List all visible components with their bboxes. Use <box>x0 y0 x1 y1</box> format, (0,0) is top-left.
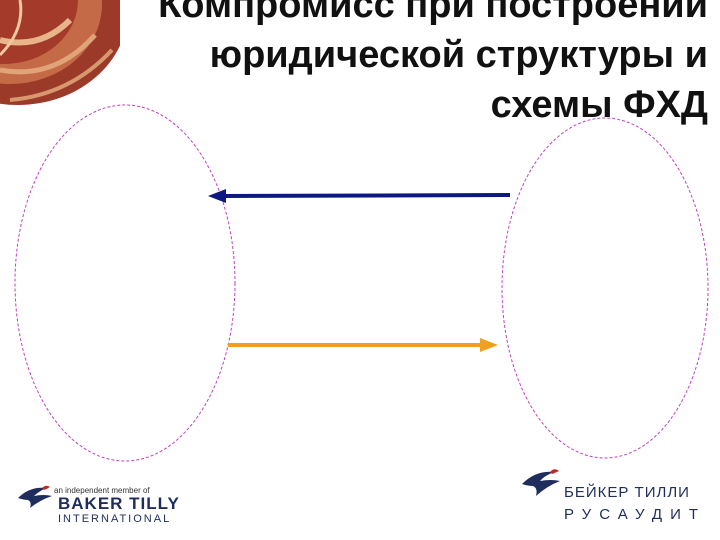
right-ellipse <box>501 117 709 459</box>
logo-tagline: an independent member of <box>54 486 150 495</box>
baker-tilly-international-logo: an independent member of BAKER TILLY INT… <box>16 478 186 528</box>
bird-icon <box>522 469 560 496</box>
logo-name: BAKER TILLY <box>58 494 180 513</box>
logo-subtitle: РУСАУДИТ <box>564 506 707 523</box>
logo-name: БЕЙКЕР ТИЛЛИ <box>564 484 690 501</box>
arrow-left <box>208 189 511 203</box>
title-line-2: юридической структуры и <box>209 34 708 76</box>
bird-icon <box>18 485 52 508</box>
baker-tilly-rusaudit-logo: БЕЙКЕР ТИЛЛИ РУСАУДИТ <box>520 462 715 532</box>
title-line-1: Компромисс при построении <box>158 0 708 26</box>
left-ellipse <box>14 104 236 462</box>
logo-subtitle: INTERNATIONAL <box>58 513 172 525</box>
arrow-right <box>228 338 498 352</box>
title-line-3: схемы ФХД <box>490 84 708 126</box>
corner-decoration <box>0 0 120 105</box>
slide-title: Компромисс при построении юридической ст… <box>68 0 708 130</box>
